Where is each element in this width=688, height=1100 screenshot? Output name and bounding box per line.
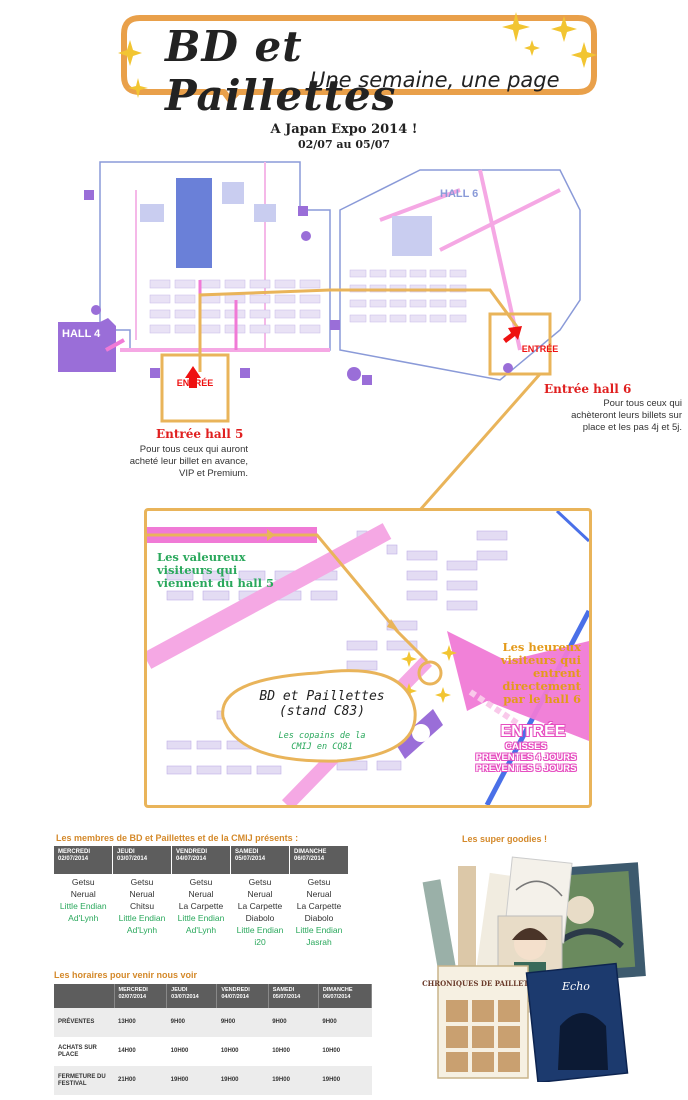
hall6-label: HALL 6	[440, 188, 479, 200]
schedule-cell: 10H00	[220, 1048, 239, 1054]
bubble-subtitle: Les copains de la CMIJ en CQ81	[278, 731, 366, 752]
schedule-cell: 14H00	[118, 1048, 136, 1054]
member-name: Little Endian	[236, 925, 284, 935]
book-title: CHRONIQUES DE PAILLETTES	[422, 979, 544, 988]
member-name: Nerual	[306, 889, 332, 899]
goodies-title: Les super goodies !	[462, 834, 548, 844]
hall4-label: HALL 4	[62, 328, 101, 340]
sparkle-icon	[118, 40, 148, 98]
schedule-cell: 13H00	[114, 1008, 167, 1037]
banner-subtitle: Une semaine, une page	[310, 68, 560, 92]
banner-title: BD et Paillettes	[165, 22, 397, 120]
members-title: Les membres de BD et Paillettes et de la…	[56, 833, 299, 843]
echo-book-title: Echo	[561, 980, 590, 993]
schedule-cell: 19H00	[318, 1066, 372, 1095]
member-name: Getsu	[307, 877, 331, 887]
entrance5-heading: Entrée hall 5	[156, 427, 244, 441]
entrance5-sign: ENTRÉE	[176, 378, 214, 388]
member-name: Chitsu	[129, 901, 155, 911]
schedule-cell: 9H00	[318, 1008, 372, 1037]
member-name: La Carpette	[296, 901, 342, 911]
schedule-cell: 21H00	[114, 1066, 167, 1095]
zoom-map: Les valeureux visiteurs qui viennent du …	[144, 508, 592, 808]
zoom-entree-sign: ENTRÉE	[500, 723, 566, 740]
schedule-cell: 9H00	[166, 1008, 217, 1037]
schedule-cell: 9H00	[216, 1008, 269, 1037]
schedule-cell: 10H00	[170, 1048, 189, 1054]
member-name: Getsu	[248, 877, 272, 887]
bubble-title: BD et Paillettes (stand C83)	[259, 689, 385, 719]
schedule-title: Les horaires pour venir nous voir	[54, 970, 198, 980]
member-name: Little Endian	[177, 913, 225, 923]
schedule-cell: 10H00	[322, 1048, 341, 1054]
schedule-cell: 19H00	[216, 1066, 269, 1095]
member-name: Ad'Lynh	[68, 913, 99, 923]
member-name: Nerual	[70, 889, 96, 899]
member-name: La Carpette	[178, 901, 224, 911]
event-title: A Japan Expo 2014 !	[270, 122, 418, 137]
zoom-map-drawing	[147, 511, 589, 805]
member-name: Nerual	[188, 889, 214, 899]
schedule-cell: 10H00	[272, 1048, 290, 1054]
entrance6-heading: Entrée hall 6	[544, 382, 632, 396]
member-name: Ad'Lynh	[185, 925, 217, 935]
schedule-row: ACHATS SUR PLACE 14H00 10H00 10H00 10H00 10H0…	[54, 1037, 372, 1066]
schedule-corner	[54, 984, 115, 1008]
member-name: Diabolo	[245, 913, 275, 923]
member-name: Little Endian	[118, 913, 166, 923]
entrance6-sign: ENTRÉE	[521, 344, 559, 354]
entrance6-caption: Pour tous ceux qui achèteront leurs bill…	[571, 398, 682, 433]
schedule-cell: 9H00	[268, 1008, 319, 1037]
entrance5-caption: Pour tous ceux qui auront acheté leur bi…	[129, 444, 248, 479]
member-name: Getsu	[189, 877, 213, 887]
floor-map	[58, 161, 581, 510]
zoom-orange-label: Les heureux visiteurs qui entrent direct…	[500, 640, 581, 706]
zoom-entree-lines: CAISSES PREVENTES 4 JOURS PREVENTES 5 JO…	[475, 741, 577, 774]
schedule-cell: 19H00	[166, 1066, 217, 1095]
member-name: i20	[254, 937, 266, 947]
member-name: Jasrah	[306, 937, 332, 947]
member-name: Getsu	[130, 877, 154, 887]
member-name: Little Endian	[295, 925, 343, 935]
member-name: Getsu	[71, 877, 95, 887]
schedule-row-label: ACHATS SUR PLACE	[58, 1044, 97, 1058]
event-dates: 02/07 au 05/07	[297, 138, 391, 151]
goodies-image: CHRONIQUES DE PAILLETTES Echo	[422, 856, 646, 1082]
member-name: Diabolo	[304, 913, 334, 923]
member-name: La Carpette	[237, 901, 283, 911]
schedule-row-label: PRÉVENTES	[54, 1008, 114, 1037]
schedule-row-label: FERMETURE DU FESTIVAL	[54, 1066, 114, 1095]
banner-frame	[121, 15, 597, 102]
member-name: Ad'Lynh	[126, 925, 158, 935]
member-name: Little Endian	[59, 901, 107, 911]
member-name: Nerual	[247, 889, 273, 899]
zoom-green-label: Les valeureux visiteurs qui viennent du …	[157, 550, 275, 590]
sparkle-icon	[502, 12, 597, 68]
member-name: Nerual	[129, 889, 155, 899]
schedule-cell: 19H00	[268, 1066, 319, 1095]
